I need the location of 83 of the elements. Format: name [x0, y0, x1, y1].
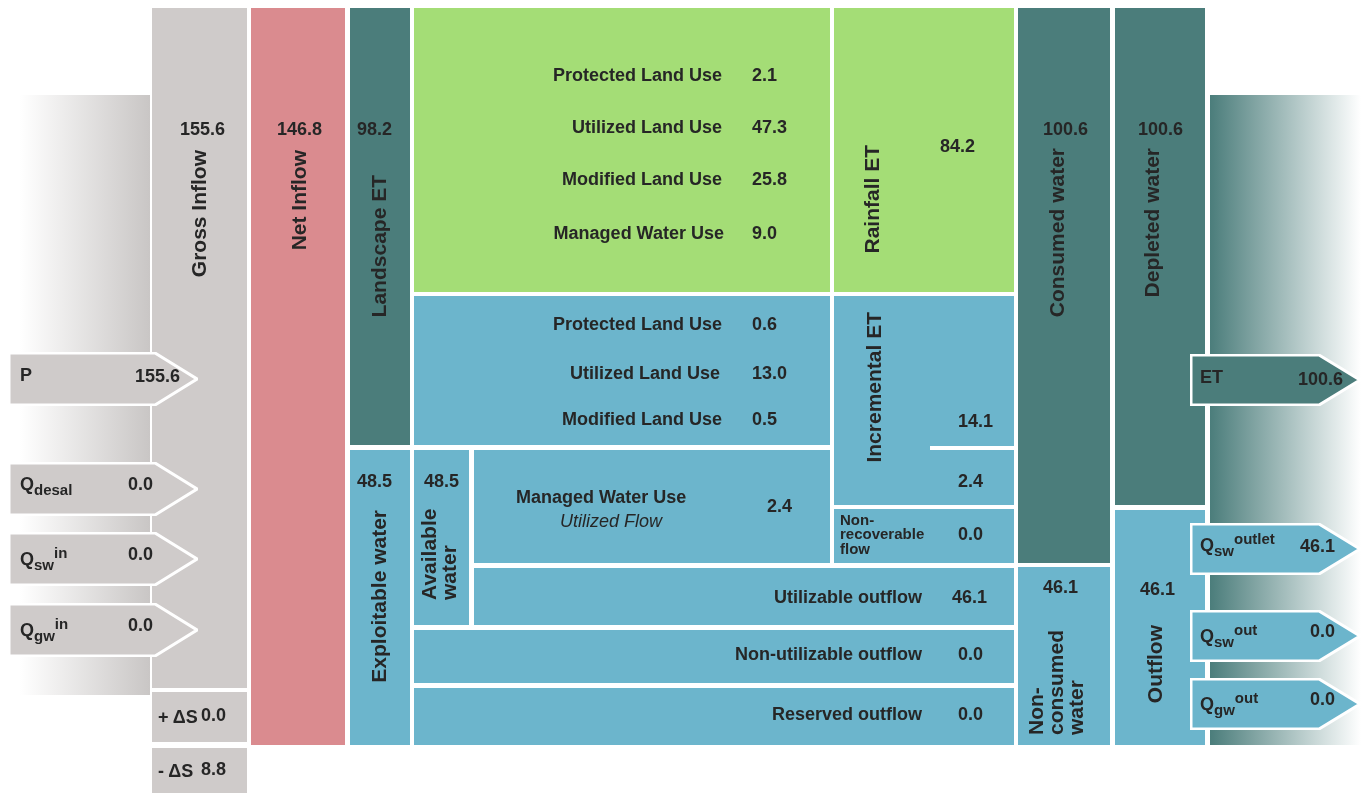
- category-label: Modified Land Use: [562, 410, 722, 430]
- value-label: 47.3: [752, 118, 788, 138]
- flow-block: [474, 450, 830, 563]
- value-label: 2.1: [752, 66, 778, 86]
- value-label: 0.0: [958, 525, 984, 545]
- flow-block: [834, 509, 1014, 563]
- value-label: 155.6: [180, 120, 226, 140]
- storage-block: [152, 692, 247, 742]
- value-label: 46.1: [1300, 537, 1336, 557]
- category-label: Non-utilizable outflow: [735, 645, 922, 665]
- value-label: 0.6: [752, 315, 778, 335]
- storage-block: [152, 748, 247, 793]
- category-label: Managed Water Use: [516, 488, 687, 508]
- category-label: Reserved outflow: [771, 705, 922, 725]
- inflow-tag: [8, 532, 198, 586]
- inflow-tag: [8, 462, 198, 516]
- et-block: [834, 296, 1014, 505]
- value-label: 0.0: [958, 705, 984, 725]
- value-label: 25.8: [752, 170, 788, 190]
- value-label: 146.8: [277, 120, 323, 140]
- flow-block: [414, 688, 1014, 745]
- column-block: [251, 8, 345, 745]
- value-label: 48.5: [357, 472, 393, 492]
- column-block: [1018, 567, 1110, 745]
- value-label: 0.0: [1310, 690, 1336, 710]
- category-label: Utilized Land Use: [569, 364, 720, 384]
- category-label: Incremental ET: [862, 312, 886, 463]
- value-label: 155.6: [135, 367, 181, 387]
- category-label: Protected Land Use: [552, 315, 722, 335]
- category-label: + ΔS: [158, 708, 198, 728]
- category-label: Available water: [419, 507, 459, 600]
- value-label: 98.2: [357, 120, 393, 140]
- value-label: 100.6: [1043, 120, 1089, 140]
- value-label: 100.6: [1298, 370, 1344, 390]
- category-label: Protected Land Use: [552, 66, 722, 86]
- inflow-tag: [8, 352, 198, 406]
- category-label: Non-consumed water: [1026, 628, 1086, 735]
- value-label: 13.0: [752, 364, 788, 384]
- value-label: 46.1: [1043, 578, 1079, 598]
- category-label: Depleted water: [1140, 148, 1164, 298]
- value-label: 0.0: [1310, 622, 1336, 642]
- category-label: Exploitable water: [367, 510, 391, 683]
- category-label: Rainfall ET: [860, 145, 884, 254]
- value-label: 46.1: [952, 588, 988, 608]
- et-block: [834, 8, 1014, 292]
- value-label: 9.0: [752, 224, 778, 244]
- land-use-block: [414, 8, 830, 292]
- category-label: Managed Water Use: [553, 224, 724, 244]
- category-label: Landscape ET: [367, 175, 391, 318]
- category-label: Consumed water: [1045, 148, 1069, 318]
- value-label: 2.4: [767, 497, 793, 517]
- value-label: 48.5: [424, 472, 460, 492]
- category-label: Utilized Flow: [560, 512, 663, 532]
- category-label: Utilized Land Use: [571, 118, 722, 138]
- value-label: 0.0: [128, 545, 154, 565]
- value-label: 84.2: [940, 137, 976, 157]
- category-label: ET: [1200, 368, 1223, 388]
- value-label: 8.8: [201, 760, 227, 780]
- column-block: [1018, 8, 1110, 563]
- value-label: 0.0: [128, 475, 154, 495]
- category-label: Utilizable outflow: [774, 588, 922, 608]
- category-label: Q$_{desal}$: [20, 475, 73, 499]
- column-block: [350, 450, 410, 745]
- category-label: Outflow: [1143, 625, 1167, 704]
- category-label: Gross Inflow: [187, 150, 211, 278]
- value-label: 0.0: [128, 616, 154, 636]
- value-label: 100.6: [1138, 120, 1184, 140]
- category-label: Net Inflow: [287, 150, 311, 251]
- category-label: - ΔS: [158, 762, 194, 782]
- column-block: [414, 450, 469, 625]
- value-label: 0.5: [752, 410, 778, 430]
- value-label: 0.0: [958, 645, 984, 665]
- value-label: 46.1: [1140, 580, 1176, 600]
- flow-block: [474, 568, 1014, 625]
- inflow-tag: [8, 603, 198, 657]
- value-label: 2.4: [958, 472, 984, 492]
- category-label: P: [20, 366, 32, 386]
- column-block: [350, 8, 410, 445]
- value-label: 14.1: [958, 412, 994, 432]
- category-label: Modified Land Use: [562, 170, 722, 190]
- flow-block: [414, 630, 1014, 683]
- land-use-block: [414, 296, 830, 445]
- value-label: 0.0: [201, 706, 227, 726]
